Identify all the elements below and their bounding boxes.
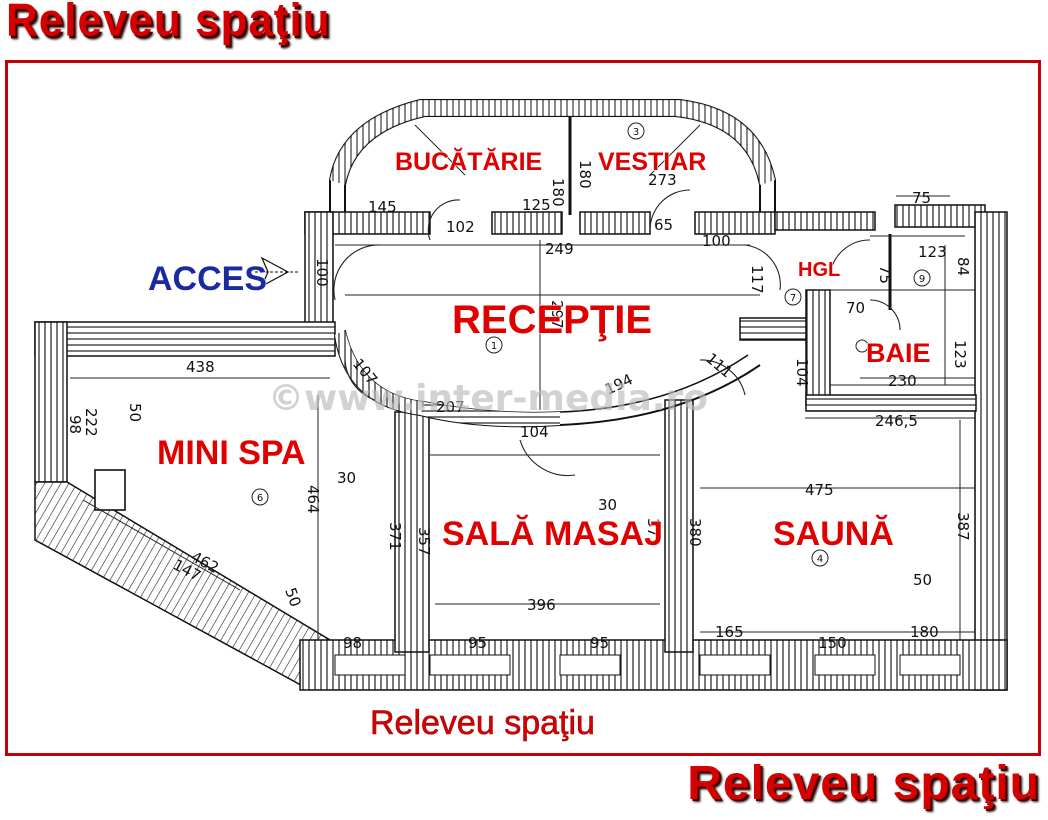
room-number: 3 (633, 127, 639, 138)
dimension-label: 373 (644, 518, 662, 547)
dimension-label: 475 (805, 481, 834, 499)
red-frame (5, 60, 1041, 756)
dimension-label: 98 (343, 634, 362, 652)
dimension-label: 123 (918, 243, 947, 261)
dimension-label: 104 (520, 423, 549, 441)
dimension-label: 180 (549, 178, 567, 207)
watermark: ©www.inter-media.ro (268, 378, 708, 419)
top-title-banner: Releveu spaţiu (6, 0, 331, 47)
dimension-labels: 145 125 180 180 273 75 102 65 100 249 12… (66, 160, 972, 652)
room-number: 9 (919, 274, 925, 285)
reception-curves (334, 329, 761, 428)
access-arrow-icon (255, 256, 300, 288)
room-number: 7 (790, 293, 796, 304)
right-wall (974, 211, 1008, 691)
dimension-label: 75 (912, 189, 931, 207)
dimension-label: 50 (281, 585, 304, 609)
access-label: ACCES (148, 260, 267, 298)
room-label-baie: BAIE (866, 338, 931, 368)
room-labels: BUCĂTĂRIE VESTIAR RECEPŢIE HGL BAIE MINI… (156, 146, 931, 553)
dimension-label: 380 (686, 518, 704, 547)
dimension-label: 30 (337, 469, 356, 487)
room-number: 6 (257, 493, 263, 504)
dimension-label: 165 (715, 623, 744, 641)
room-number: 4 (817, 554, 823, 565)
arched-wall (329, 99, 776, 215)
dimension-label: 246,5 (875, 412, 918, 430)
dimension-label: 438 (186, 358, 215, 376)
top-wall (304, 195, 986, 235)
dimension-label: 222 (82, 408, 100, 437)
dimension-label: 98 (66, 415, 84, 434)
dimension-label: 371 (386, 522, 404, 551)
room-number: 1 (491, 341, 497, 352)
dimension-label: 50 (126, 403, 144, 422)
interior-walls (394, 234, 977, 653)
dimension-label: 150 (818, 634, 847, 652)
dimension-label: 357 (415, 527, 433, 556)
left-walls (34, 211, 336, 692)
dimension-label: 464 (304, 485, 322, 514)
room-label-receptie: RECEPŢIE (452, 298, 652, 342)
dimension-label: 84 (954, 257, 972, 276)
dimension-label: 207 (436, 398, 465, 416)
room-label-bucatarie: BUCĂTĂRIE (395, 147, 542, 176)
dimension-lines (70, 235, 975, 640)
dimension-label: 273 (648, 171, 677, 189)
room-number-markers: 3 1 4 6 7 9 (251, 122, 931, 567)
dimension-label: 396 (527, 596, 556, 614)
dimension-label: 95 (590, 634, 609, 652)
dimension-label: 387 (954, 512, 972, 541)
dimension-label: 230 (888, 372, 917, 390)
dimension-label: 117 (748, 265, 766, 294)
bottom-title-banner: Releveu spaţiu (687, 757, 1040, 810)
dimension-label: 100 (313, 258, 331, 287)
center-caption: Releveu spaţiu (370, 704, 595, 742)
dimension-label: 70 (846, 299, 865, 317)
dimension-label: 123 (951, 340, 969, 369)
dimension-label: 180 (576, 160, 594, 189)
dimension-label: 75 (876, 265, 894, 284)
dimension-label: 100 (702, 232, 731, 250)
dimension-label: 111 (702, 349, 736, 381)
dimension-label: 180 (910, 623, 939, 641)
room-label-hgl: HGL (798, 259, 840, 281)
dimension-label: 249 (545, 240, 574, 258)
room-label-mini-spa: MINI SPA (157, 434, 306, 472)
room-label-sauna: SAUNĂ (773, 515, 894, 553)
dimension-label: 104 (793, 358, 811, 387)
room-label-sala-masaj: SALĂ MASAJ (442, 515, 663, 553)
room-label-vestiar: VESTIAR (598, 148, 706, 176)
dimension-label: 95 (468, 634, 487, 652)
bottom-windows (334, 654, 961, 676)
dimension-label: 65 (654, 216, 673, 234)
dimension-label: 102 (446, 218, 475, 236)
dimension-label: 145 (368, 198, 397, 216)
dimension-label: 50 (913, 571, 932, 589)
dimension-label: 30 (598, 496, 617, 514)
dimension-label: 125 (522, 196, 551, 214)
dimension-label: 297 (548, 300, 566, 329)
